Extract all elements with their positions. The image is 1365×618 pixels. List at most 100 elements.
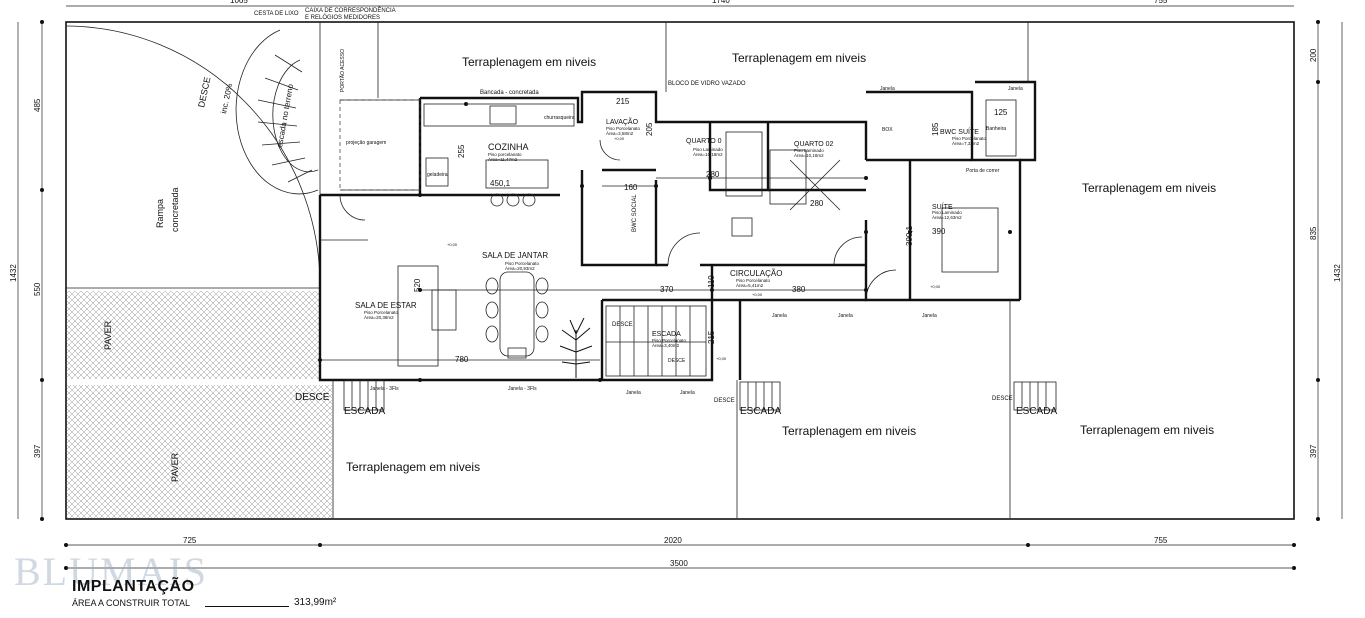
dim-int-185: 185	[931, 122, 940, 136]
door-swings	[339, 139, 897, 301]
area-underline	[205, 606, 289, 607]
level-mark-5: +0,00	[716, 356, 727, 361]
ramp-concretada-label: concretada	[170, 187, 180, 232]
room-suite-piso: Piso Laminado	[932, 210, 962, 215]
fridge-icon	[425, 157, 449, 187]
level-mark-1: +0,00	[447, 242, 458, 247]
dim-total: 3500	[670, 559, 688, 568]
dim-int-280a: 280	[706, 170, 720, 179]
room-quarto01-name: QUARTO 0	[686, 138, 722, 145]
desce-label-5: DESCE	[668, 358, 686, 364]
ramp-label: Rampa	[155, 199, 165, 228]
room-escada-name: ESCADA	[652, 331, 681, 338]
terrain-label-2: Terraplenagem em niveis	[732, 51, 866, 65]
room-sala-estar-name: SALA DE ESTAR	[355, 301, 417, 310]
dim-right-2: 835	[1309, 226, 1318, 240]
room-lavacao-area: Área=3,58m2	[606, 130, 634, 136]
churrasqueira-label: churrasqueira	[544, 115, 575, 121]
room-bwc-suite-area: Área=7,32m2	[952, 140, 980, 146]
dining-table	[499, 271, 535, 357]
dimension-lines	[17, 5, 1343, 569]
room-escada-piso: Piso Porcelanato	[652, 338, 687, 343]
cesta-lixo-label: CESTA DE LIXO	[254, 11, 299, 17]
desce-label-2: DESCE	[714, 398, 735, 404]
room-sala-estar-piso: Piso Porcelanato	[364, 310, 399, 315]
dim-int-520: 520	[413, 278, 422, 292]
room-sala-jantar-name: SALA DE JANTAR	[482, 251, 548, 260]
spiral-stair-outer	[235, 29, 319, 195]
escada-label-1: ESCADA	[344, 406, 385, 417]
spiral-stair-treads	[257, 54, 313, 183]
portao-label: PORTÃO ACESSO	[339, 49, 346, 92]
geladeira-label: geladeira	[427, 172, 448, 178]
site-subdivisions	[319, 22, 1029, 518]
terrain-label-4: Terraplenagem em niveis	[782, 424, 916, 438]
level-mark-2: +0,00	[614, 136, 625, 141]
dim-right-3: 397	[1309, 444, 1318, 458]
room-suite-area: Área=12,63m2	[932, 214, 962, 220]
box-label: BOX	[882, 127, 893, 133]
dim-left-2: 550	[33, 282, 42, 296]
dim-int-4501: 450,1	[490, 179, 511, 188]
bancada-label: Bancada - concretada	[480, 90, 539, 96]
bathtub	[985, 99, 1017, 157]
dim-int-280b: 280	[810, 199, 824, 208]
paver-label-2: PAVER	[170, 452, 180, 482]
dim-int-205: 205	[645, 122, 654, 136]
porta-correr-label: Porta de correr	[966, 168, 1000, 174]
terrain-label-6: Terraplenagem em niveis	[346, 460, 480, 474]
room-lavacao-name: LAVAÇÃO	[606, 117, 639, 126]
janela-label-1: Janela	[880, 86, 895, 92]
dining-chairs	[485, 277, 549, 359]
desce-label-4: DESCE	[612, 322, 633, 328]
bed-suite	[941, 207, 999, 273]
room-cozinha-area: Área=11,47m2	[488, 156, 518, 162]
site-boundary	[65, 21, 1295, 520]
terrain-label-3: Terraplenagem em niveis	[1082, 181, 1216, 195]
room-sala-jantar-area: Área=20,93m2	[505, 265, 535, 271]
kitchen-island	[485, 159, 549, 189]
kitchen-stools	[490, 193, 536, 207]
relogios-label: E RELÓGIOS MEDIDORES	[305, 14, 380, 21]
dim-right-1: 200	[1309, 48, 1318, 62]
janela-label-6: Janela	[626, 390, 641, 396]
dim-int-125: 125	[994, 108, 1008, 117]
room-quarto01-area: Área=10,18m2	[693, 151, 723, 157]
dim-int-110: 110	[707, 275, 716, 288]
escada-label-2: ESCADA	[740, 406, 781, 417]
room-bwc-social-name: BWC SOCIAL	[632, 194, 638, 232]
room-sala-estar-area: Área=20,38m2	[364, 314, 394, 320]
dim-int-215b: 215	[707, 330, 716, 344]
terrain-label-1: Terraplenagem em niveis	[462, 55, 596, 69]
coffee-table	[431, 289, 457, 331]
terrain-label-5: Terraplenagem em niveis	[1080, 423, 1214, 437]
dim-int-3901: 390,1	[905, 225, 914, 246]
dim-top-2: 1740	[712, 0, 730, 5]
janela-label-5: Janela	[922, 313, 937, 319]
room-quarto02-piso: Piso Laminado	[794, 148, 824, 153]
room-suite-name: SUÍTE	[932, 202, 953, 211]
dim-right-total: 1432	[1333, 264, 1342, 282]
room-circulacao-piso: Piso Porcelanato	[736, 278, 771, 283]
room-quarto01-piso: Piso Laminado	[693, 147, 723, 152]
janela-label-4: Janela	[838, 313, 853, 319]
ramp-desce-label: DESCE	[196, 76, 212, 108]
caixa-correspondencia-label: CAIXA DE CORRESPONDÊNCIA	[305, 6, 396, 14]
exterior-stairs	[343, 379, 1057, 411]
ramp-outer-arc	[65, 25, 321, 287]
wardrobe-cross	[789, 159, 841, 211]
bed-quarto-02	[769, 149, 807, 205]
room-quarto02-name: QUARTO 02	[794, 141, 834, 148]
room-bwc-suite-name: BWC SUÍTE	[940, 127, 979, 136]
area-label: ÁREA A CONSTRUIR TOTAL	[72, 598, 191, 608]
watermark-logo: BLUMAIS	[14, 549, 209, 594]
dim-top-1: 1065	[230, 0, 248, 5]
dim-top-3: 755	[1154, 0, 1168, 5]
paver-area-lower	[67, 385, 332, 518]
interior-stairs	[605, 305, 707, 377]
dim-bottom-3: 755	[1154, 536, 1168, 545]
sofa	[397, 265, 439, 367]
room-escada-area: Área=3,40m2	[652, 342, 680, 348]
janela-3fls-2: Janela - 3Fls	[508, 386, 537, 392]
